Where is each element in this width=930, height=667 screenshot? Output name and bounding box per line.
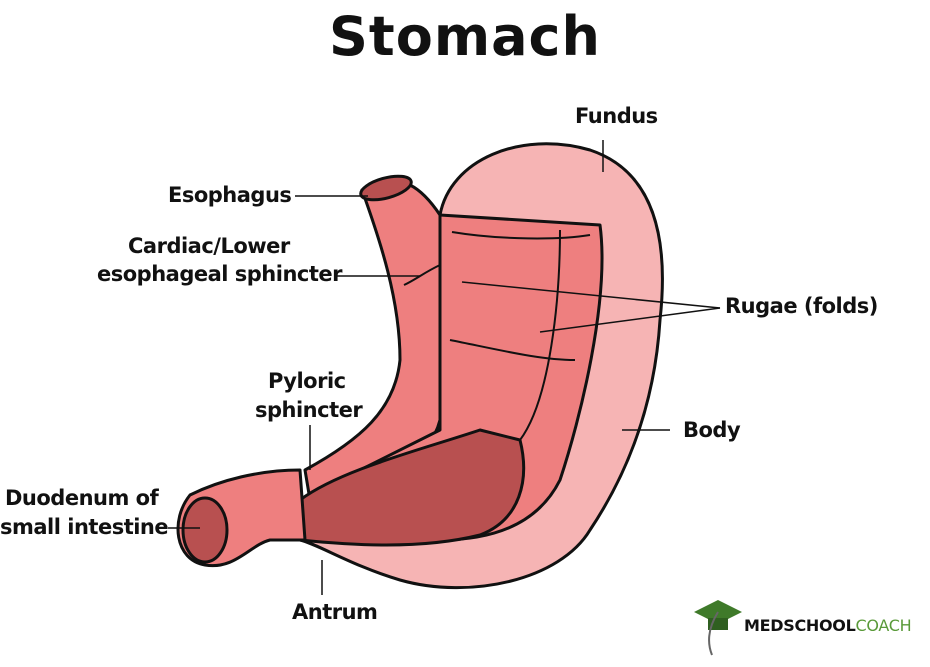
label-duodenum-line2: small intestine xyxy=(0,515,169,539)
label-duodenum-line1: Duodenum of xyxy=(5,486,159,510)
page-title: Stomach xyxy=(329,5,601,68)
label-esophagus: Esophagus xyxy=(168,183,292,207)
label-fundus: Fundus xyxy=(575,104,658,128)
label-pyloric-line1: Pyloric xyxy=(268,369,346,393)
duodenum-opening xyxy=(181,496,229,564)
esophagus-opening xyxy=(359,174,413,202)
rugae-fold xyxy=(451,231,591,240)
label-cardiac-line2: esophageal sphincter xyxy=(97,262,343,286)
graduation-cap-logo-icon xyxy=(694,600,742,656)
label-body: Body xyxy=(683,418,741,442)
label-antrum: Antrum xyxy=(292,600,378,624)
lower-sphincter-line xyxy=(403,264,441,286)
rugae-fold xyxy=(449,339,576,361)
medschoolcoach-logo: MEDSCHOOLCOACH xyxy=(744,616,912,635)
label-cardiac-line1: Cardiac/Lower xyxy=(128,234,290,258)
rugae-fold xyxy=(519,229,561,441)
label-rugae: Rugae (folds) xyxy=(725,294,878,318)
inner-mucosa xyxy=(298,428,526,547)
label-pyloric-line2: sphincter xyxy=(255,398,363,422)
